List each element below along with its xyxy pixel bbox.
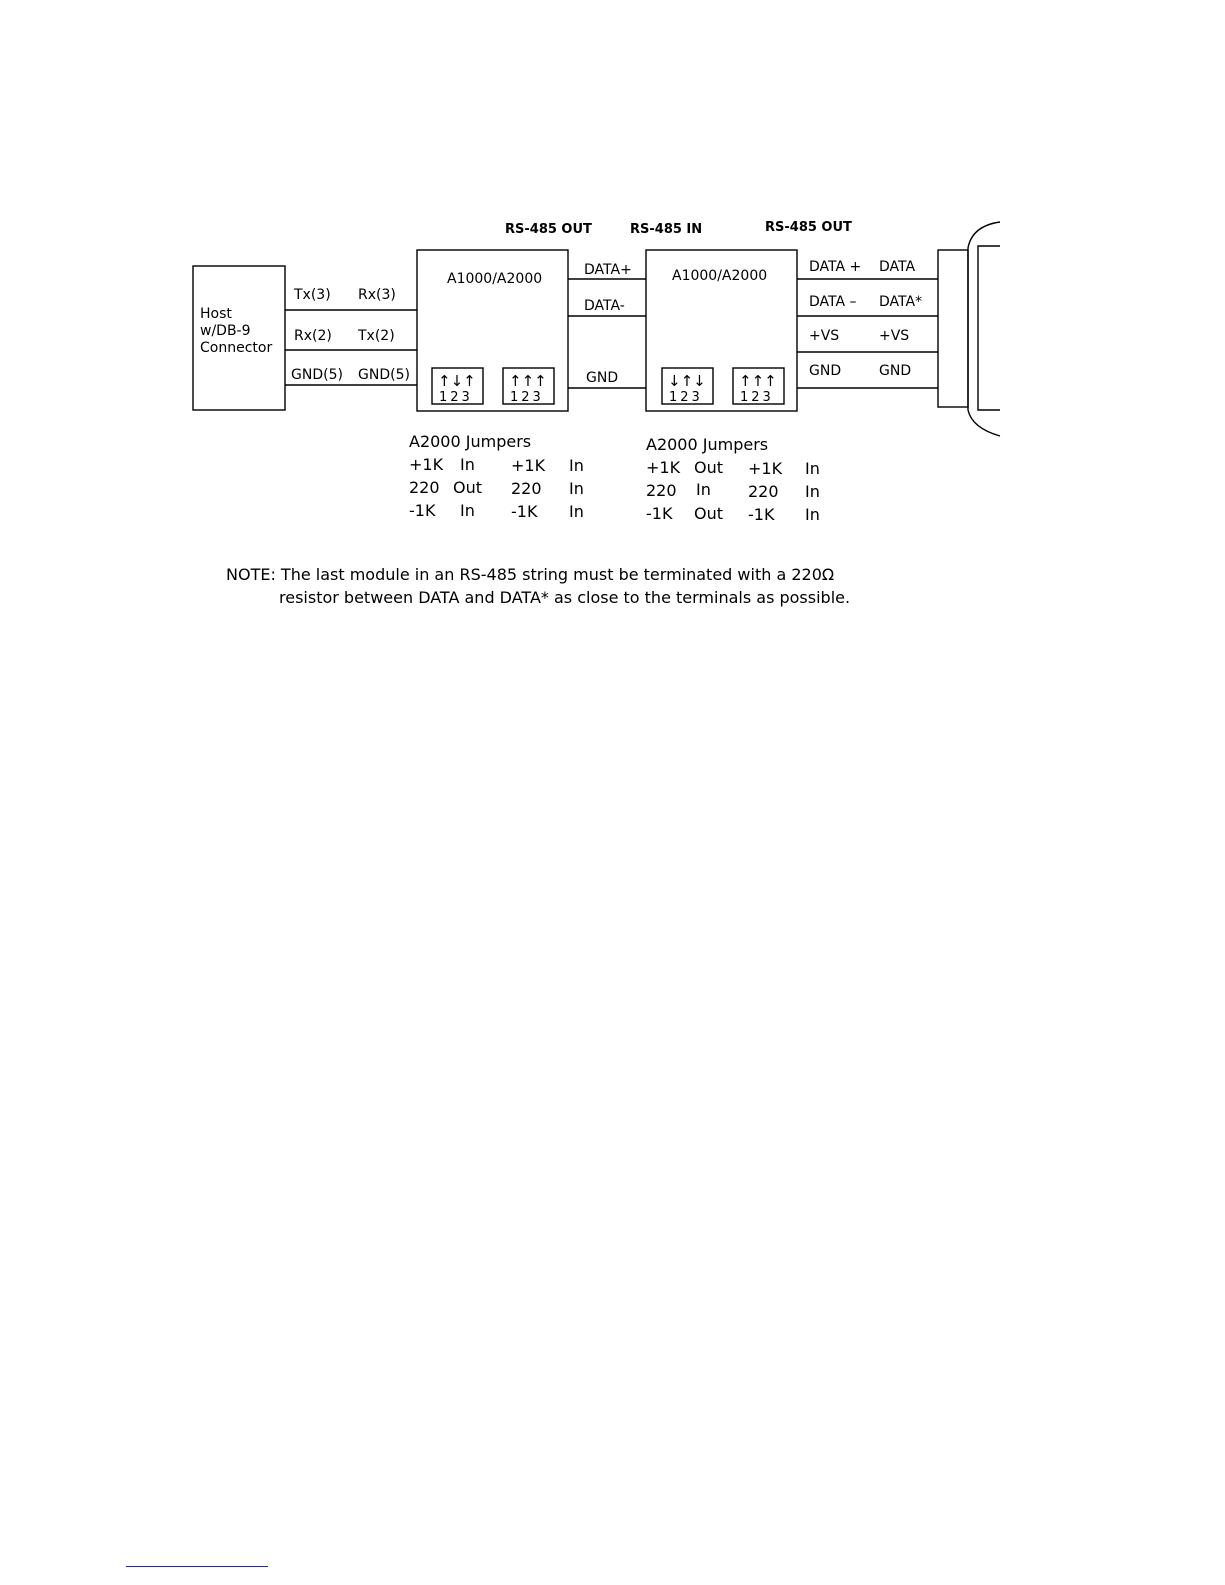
jumper-table-cell: 220 — [409, 478, 440, 497]
module-1-jumper-block-1 — [431, 367, 484, 405]
jumper-table-cell: +1K — [646, 458, 681, 477]
jumper-table-cell: In — [805, 482, 820, 501]
jumper-table-cell: In — [460, 501, 475, 520]
jumper-arrows: ↑↑↑ — [509, 372, 547, 390]
jumper-table-cell: In — [805, 459, 820, 478]
host-label-line1: Host — [200, 306, 232, 322]
jumper-table-cell: Out — [453, 478, 482, 497]
output-wire-label: DATA* — [879, 294, 922, 310]
note-line-2: resistor between DATA and DATA* as close… — [279, 588, 850, 607]
jumper-table-cell: -1K — [646, 504, 673, 523]
module-1-jumper-block-2 — [502, 367, 555, 405]
module-1-title: A1000/A2000 — [447, 271, 542, 287]
jumper-table-cell: -1K — [511, 502, 538, 521]
output-wire-label: DATA + — [809, 259, 861, 275]
host-wire-label: Rx(3) — [358, 287, 396, 303]
jumper-table-cell: -1K — [748, 505, 775, 524]
terminal-strip — [937, 249, 969, 408]
footnote-separator — [126, 1566, 268, 1567]
jumper-table-cell: 220 — [748, 482, 779, 501]
device-outer-edge — [967, 221, 1001, 437]
host-wire-label: Tx(3) — [293, 287, 331, 303]
jumper-table-cell: -1K — [409, 501, 436, 520]
jumper-table-2-title: A2000 Jumpers — [646, 435, 768, 454]
jumper-table-cell: 220 — [646, 481, 677, 500]
device-inner-edge — [977, 245, 1000, 411]
note-line-1: NOTE: The last module in an RS-485 strin… — [226, 565, 834, 584]
jumper-table-cell: In — [805, 505, 820, 524]
jumper-table-cell: Out — [694, 504, 723, 523]
jumper-pins: 123 — [740, 390, 774, 405]
host-wire-label: GND(5) — [358, 367, 410, 383]
jumper-table-cell: In — [696, 480, 711, 499]
link-wire-label: DATA- — [584, 298, 625, 314]
module-2-jumper-block-2 — [732, 367, 785, 405]
jumper-pins: 123 — [439, 390, 473, 405]
jumper-arrows: ↑↓↑ — [438, 372, 476, 390]
header-rs485-out-1: RS-485 OUT — [505, 222, 592, 237]
host-wire-label: GND(5) — [291, 367, 343, 383]
host-wire-label: Tx(2) — [357, 328, 395, 344]
jumper-table-cell: In — [460, 455, 475, 474]
link-wire-label: DATA+ — [584, 262, 632, 278]
header-rs485-out-2: RS-485 OUT — [765, 220, 852, 235]
module-2-title: A1000/A2000 — [672, 268, 767, 284]
output-wire-label: +VS — [809, 328, 839, 344]
jumper-table-cell: Out — [694, 458, 723, 477]
host-box — [192, 265, 286, 411]
jumper-table-cell: +1K — [748, 459, 783, 478]
output-wire-label: DATA — [879, 259, 915, 275]
jumper-table-cell: In — [569, 502, 584, 521]
jumper-arrows: ↑↑↑ — [739, 372, 777, 390]
jumper-pins: 123 — [669, 390, 703, 405]
jumper-table-cell: In — [569, 479, 584, 498]
output-wire-label: GND — [809, 363, 841, 379]
jumper-table-cell: In — [569, 456, 584, 475]
host-wire-label: Rx(2) — [294, 328, 332, 344]
header-rs485-in: RS-485 IN — [630, 222, 702, 237]
jumper-table-1-title: A2000 Jumpers — [409, 432, 531, 451]
output-wire-label: +VS — [879, 328, 909, 344]
link-wire-label: GND — [586, 370, 618, 386]
jumper-arrows: ↓↑↓ — [668, 372, 706, 390]
host-label-line2: w/DB-9 — [200, 323, 251, 339]
jumper-table-cell: 220 — [511, 479, 542, 498]
jumper-table-cell: +1K — [409, 455, 444, 474]
module-2-box — [645, 249, 798, 412]
jumper-table-cell: +1K — [511, 456, 546, 475]
module-2-jumper-block-1 — [661, 367, 714, 405]
jumper-pins: 123 — [510, 390, 544, 405]
output-wire-label: GND — [879, 363, 911, 379]
module-1-box — [416, 249, 569, 412]
host-label-line3: Connector — [200, 340, 272, 356]
output-wire-label: DATA – — [809, 294, 857, 310]
